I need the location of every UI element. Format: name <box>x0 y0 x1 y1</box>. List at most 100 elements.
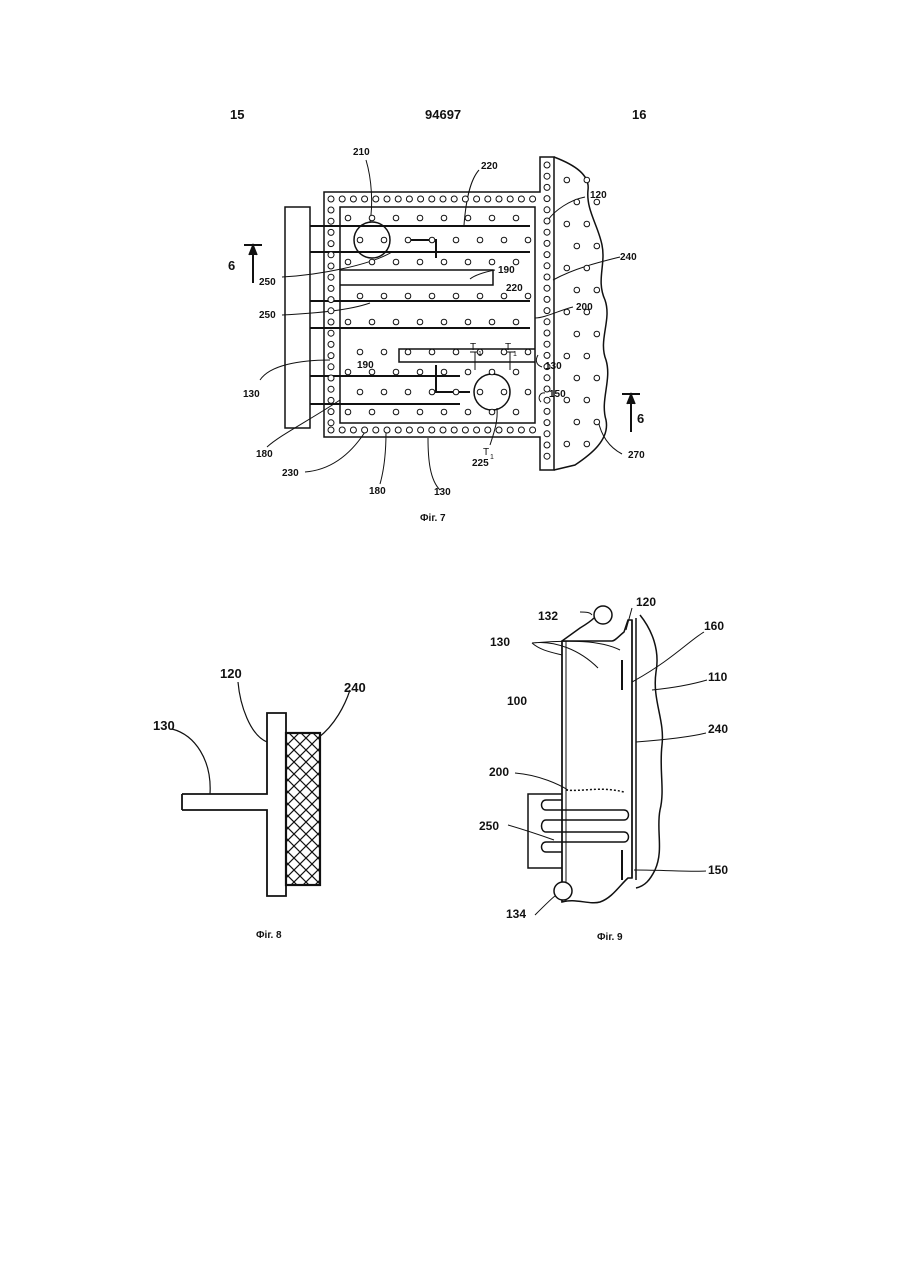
fig7-subscript: 1 <box>490 454 494 461</box>
fig7-perforation <box>418 427 424 433</box>
fig7-perforation <box>328 409 334 415</box>
fig7-perforation <box>440 196 446 202</box>
fig7-perforation <box>489 369 495 375</box>
fig7-perforation <box>453 349 459 355</box>
fig7-label-130c: 130 <box>434 487 451 498</box>
fig7-perforation <box>594 331 600 337</box>
fig7-perforation <box>544 420 550 426</box>
fig7-perforation <box>451 427 457 433</box>
fig7-perforation <box>489 409 495 415</box>
figure-8-drawing <box>172 682 350 896</box>
fig8-caption: Фіг. 8 <box>256 930 282 941</box>
fig9-label-160: 160 <box>704 619 724 633</box>
fig7-perforation <box>489 319 495 325</box>
fig7-label-190: 190 <box>498 265 515 276</box>
fig7-label-180: 180 <box>256 449 273 460</box>
fig7-perforation <box>584 397 590 403</box>
fig8-label-240: 240 <box>344 680 366 695</box>
fig7-label-180b: 180 <box>369 486 386 497</box>
fig7-perforation <box>369 259 375 265</box>
fig7-perforation <box>518 427 524 433</box>
fig7-perforation <box>574 199 580 205</box>
fig7-perforation <box>328 397 334 403</box>
fig7-perforation <box>544 196 550 202</box>
fig7-perforation <box>489 259 495 265</box>
fig7-perforation <box>395 196 401 202</box>
fig9-label-150: 150 <box>708 863 728 877</box>
fig7-perforation <box>574 375 580 381</box>
fig7-perforation <box>384 427 390 433</box>
fig7-perforation <box>418 196 424 202</box>
fig7-perforation <box>453 293 459 299</box>
fig7-perforation <box>345 369 351 375</box>
fig7-perforation <box>328 241 334 247</box>
fig9-label-132: 132 <box>538 609 558 623</box>
fig7-perforation <box>465 259 471 265</box>
fig7-perforation <box>574 331 580 337</box>
fig7-label-120: 120 <box>590 190 607 201</box>
fig7-perforation <box>530 427 536 433</box>
fig7-baffle <box>340 270 493 285</box>
fig7-perforation <box>328 386 334 392</box>
fig9-caption: Фіг. 9 <box>597 932 623 943</box>
fig7-perforation <box>441 215 447 221</box>
fig7-perforation <box>405 293 411 299</box>
fig7-perforation <box>485 427 491 433</box>
fig9-label-120: 120 <box>636 595 656 609</box>
fig7-perforation <box>328 319 334 325</box>
fig7-perforation <box>544 352 550 358</box>
fig9-label-100: 100 <box>507 694 527 708</box>
fig7-perforation <box>417 409 423 415</box>
fig7-perforation <box>465 409 471 415</box>
fig7-perforation <box>544 296 550 302</box>
fig7-perforation <box>381 237 387 243</box>
fig7-perforation <box>381 349 387 355</box>
fig7-perforation <box>544 431 550 437</box>
fig7-perforation <box>544 330 550 336</box>
fig7-perforation <box>518 196 524 202</box>
fig7-perforation <box>381 293 387 299</box>
fig7-perforation <box>544 252 550 258</box>
fig7-perforation <box>564 221 570 227</box>
fig7-perforation <box>584 265 590 271</box>
fig7-perforation <box>584 177 590 183</box>
fig7-perforation <box>462 196 468 202</box>
fig7-label-220: 220 <box>481 161 498 172</box>
fig7-perforation <box>328 420 334 426</box>
fig7-perforation <box>357 293 363 299</box>
fig7-perforation <box>544 319 550 325</box>
fig7-label-250: 250 <box>259 277 276 288</box>
fig9-label-130: 130 <box>490 635 510 649</box>
fig7-perforation <box>474 427 480 433</box>
fig7-perforation <box>393 409 399 415</box>
fig7-perforation <box>381 389 387 395</box>
fig7-perforation <box>345 215 351 221</box>
fig9-label-200: 200 <box>489 765 509 779</box>
fig7-perforation <box>451 196 457 202</box>
fig7-perforation <box>405 349 411 355</box>
fig7-perforation <box>544 240 550 246</box>
fig7-perforation <box>465 369 471 375</box>
fig7-perforation <box>393 215 399 221</box>
fig7-label-130b: 130 <box>243 389 260 400</box>
fig7-perforation <box>507 427 513 433</box>
fig7-perforation <box>544 285 550 291</box>
fig7-section-mark-right: 6 <box>637 411 644 426</box>
fig7-perforation <box>564 441 570 447</box>
fig7-perforation <box>328 297 334 303</box>
fig9-label-240: 240 <box>708 722 728 736</box>
fig7-label-t1a: T <box>470 342 476 353</box>
fig7-perforation <box>496 427 502 433</box>
fig7-perforation <box>465 215 471 221</box>
fig7-perforation <box>417 369 423 375</box>
fig7-perforation <box>525 389 531 395</box>
fig7-perforation <box>328 375 334 381</box>
fig7-label-240: 240 <box>620 252 637 263</box>
fig7-flange <box>285 207 310 428</box>
fig7-perforation <box>564 177 570 183</box>
fig7-perforation <box>465 319 471 325</box>
fig7-perforation <box>357 237 363 243</box>
fig7-perforation <box>584 441 590 447</box>
fig7-label-220b: 220 <box>506 283 523 294</box>
